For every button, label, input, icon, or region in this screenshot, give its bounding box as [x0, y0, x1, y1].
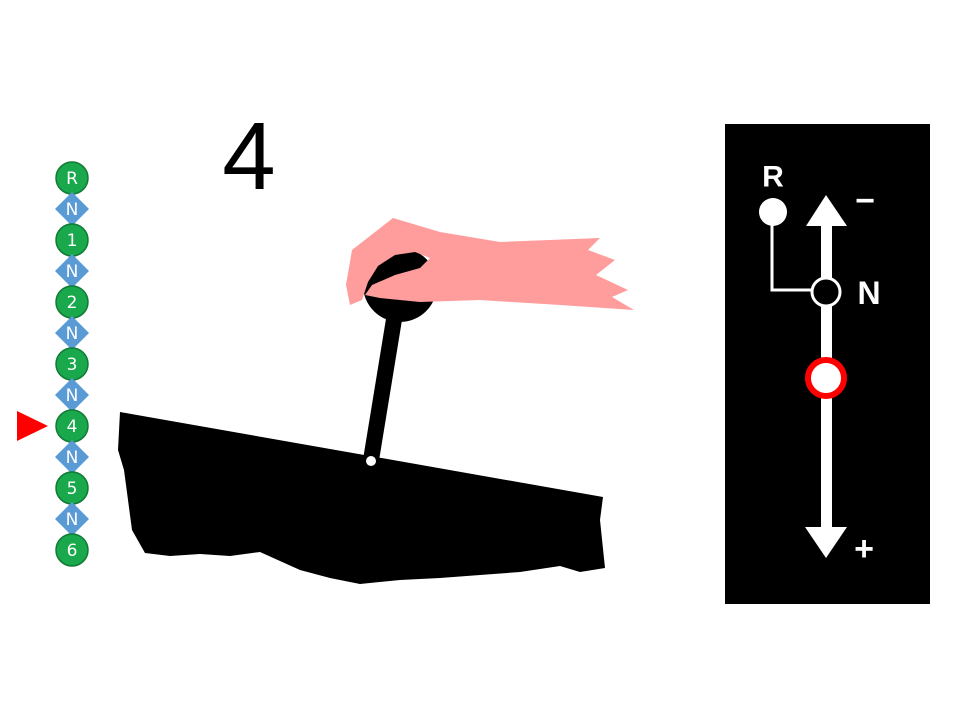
gear-label: N: [66, 200, 79, 220]
gear-label: 4: [67, 417, 78, 437]
reverse-gate-line: [770, 224, 812, 292]
current-position-marker: [805, 357, 847, 399]
neutral-diamond: [55, 440, 89, 474]
hand-shape: [346, 218, 634, 310]
gear-item-neutral: N: [55, 440, 89, 474]
downshift-arrow-icon: [805, 527, 847, 558]
gear-item-3: 3: [55, 347, 89, 381]
neutral-diamond: [55, 192, 89, 226]
gear-label: N: [66, 448, 79, 468]
gear-item-neutral: N: [55, 378, 89, 412]
current-gear-display: 4: [222, 103, 275, 210]
gear-item-r: R: [55, 161, 89, 195]
gear-item-6: 6: [55, 533, 89, 567]
gear-label: R: [66, 169, 78, 189]
neutral-diamond: [55, 378, 89, 412]
gear-item-neutral: N: [55, 502, 89, 536]
selected-gear-pointer: [17, 411, 48, 441]
upshift-arrow-icon: [806, 195, 847, 226]
minus-label: −: [855, 182, 875, 220]
lever-pivot: [366, 456, 376, 466]
gear-label: N: [66, 510, 79, 530]
gear-label: 2: [67, 293, 78, 313]
neutral-diamond: [55, 502, 89, 536]
gear-label: 5: [67, 479, 78, 499]
gear-label: 3: [67, 355, 78, 375]
gear-label: 6: [67, 541, 78, 561]
plus-label: +: [854, 530, 874, 568]
gear-label: N: [66, 386, 79, 406]
shifter-base: [118, 412, 605, 584]
gear-item-2: 2: [55, 285, 89, 319]
gear-item-neutral: N: [55, 316, 89, 350]
neutral-diamond: [55, 316, 89, 350]
reverse-position: [759, 198, 787, 226]
gear-item-5: 5: [55, 471, 89, 505]
gear-item-1: 1: [55, 223, 89, 257]
neutral-label: N: [857, 275, 880, 311]
gear-circle: [55, 533, 89, 567]
gear-item-4: 4: [55, 409, 89, 443]
gear-label: N: [66, 324, 79, 344]
reverse-label: R: [762, 161, 784, 194]
neutral-diamond: [55, 254, 89, 288]
gear-item-neutral: N: [55, 254, 89, 288]
gear-label: N: [66, 262, 79, 282]
gear-item-neutral: N: [55, 192, 89, 226]
neutral-position: [810, 276, 842, 308]
shift-lever[interactable]: [363, 287, 406, 468]
gear-label: 1: [67, 231, 78, 251]
